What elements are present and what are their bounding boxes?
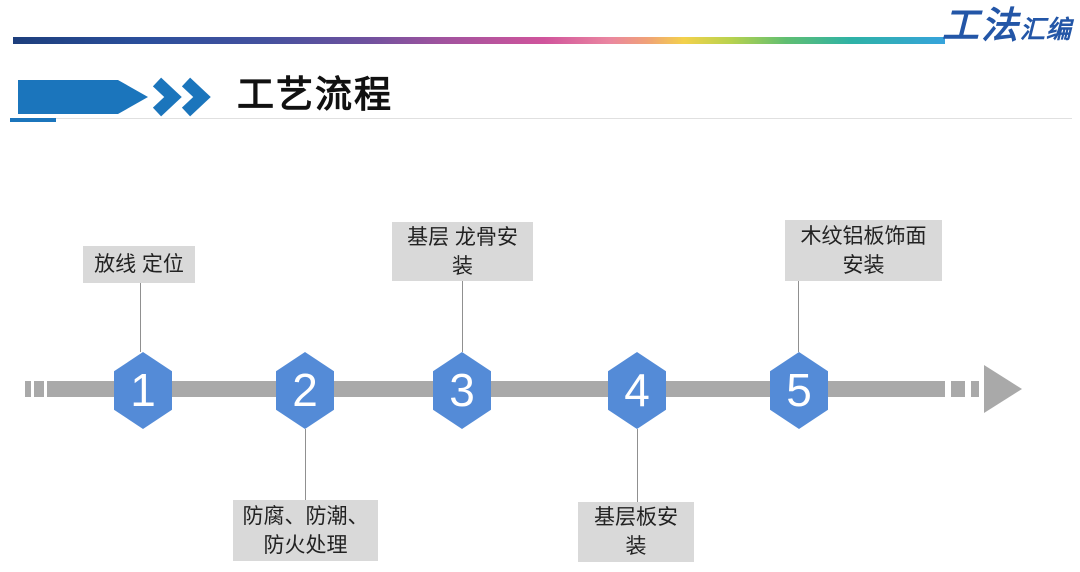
step-number: 1	[130, 363, 156, 416]
connector-step-3	[462, 280, 463, 352]
step-label-3: 基层 龙骨安 装	[392, 222, 533, 281]
step-label-line: 装	[625, 535, 647, 558]
step-number: 3	[449, 363, 475, 416]
logo-text-main: 工法	[941, 6, 1020, 47]
hexagon-step-5: 5	[770, 352, 828, 429]
step-number: 2	[292, 363, 318, 416]
step-label-4: 基层板安 装	[578, 502, 694, 562]
step-label-5: 木纹铝板饰面 安装	[785, 220, 942, 281]
top-gradient-rule	[13, 37, 945, 44]
timeline-dash	[971, 381, 979, 397]
step-label-2: 防腐、防潮、 防火处理	[233, 500, 378, 561]
title-arrow-icon	[18, 77, 211, 117]
title-underline-accent	[10, 118, 56, 122]
step-label-line: 基层板安	[594, 506, 678, 529]
step-label-line: 放线 定位	[94, 253, 184, 276]
timeline-arrowhead-icon	[984, 365, 1022, 413]
connector-step-1	[140, 282, 141, 352]
timeline-dash	[25, 381, 31, 397]
connector-step-5	[798, 280, 799, 352]
hexagon-step-4: 4	[608, 352, 666, 429]
timeline-dash	[34, 381, 44, 397]
logo: 工法汇编	[942, 8, 1072, 45]
step-label-1: 放线 定位	[83, 246, 195, 283]
step-label-line: 安装	[842, 253, 885, 277]
step-label-line: 防腐、防潮、	[242, 504, 369, 528]
timeline-bar	[47, 381, 945, 397]
connector-step-2	[305, 429, 306, 500]
page-title: 工艺流程	[237, 74, 393, 115]
step-label-line: 木纹铝板饰面	[800, 224, 927, 248]
hexagon-step-2: 2	[276, 352, 334, 429]
step-number: 4	[624, 363, 650, 416]
title-divider	[10, 118, 1072, 119]
step-label-line: 防火处理	[263, 533, 348, 557]
step-label-line: 基层 龙骨安	[407, 225, 518, 249]
step-label-line: 装	[452, 254, 473, 278]
hexagon-step-3: 3	[433, 352, 491, 429]
step-number: 5	[786, 363, 812, 416]
hexagon-step-1: 1	[114, 352, 172, 429]
logo-text-sub: 汇编	[1019, 17, 1072, 44]
timeline-dash	[951, 381, 965, 397]
connector-step-4	[637, 429, 638, 502]
